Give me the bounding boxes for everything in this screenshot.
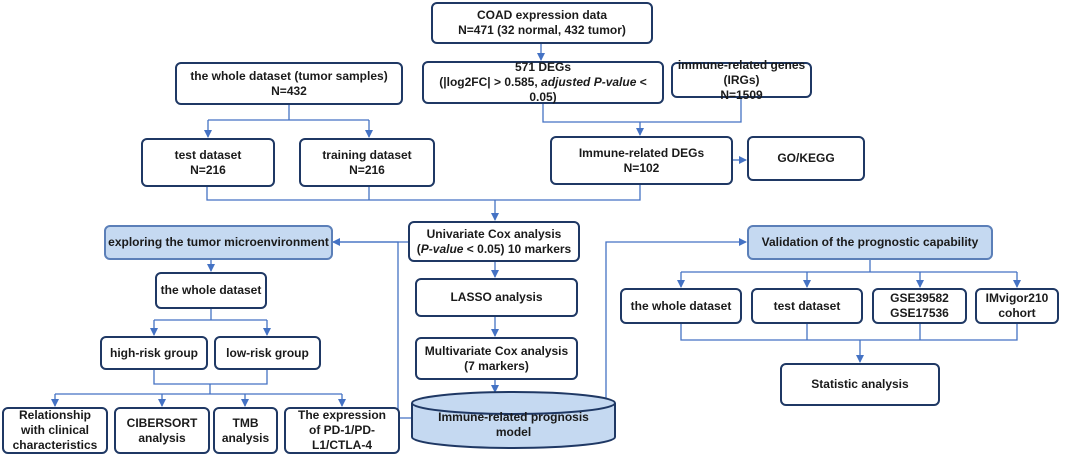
- edge-degs-merge: [542, 103, 640, 123]
- node-gse-datasets: GSE39582 GSE17536: [872, 288, 967, 324]
- node-whole-dataset-tumor: the whole dataset (tumor samples) N=432: [175, 62, 403, 105]
- node-whole-dataset-left: the whole dataset: [155, 272, 267, 309]
- node-validation-prognostic: Validation of the prognostic capability: [747, 225, 993, 260]
- node-low-risk-group: low-risk group: [214, 336, 321, 370]
- edge-model-to-explore: [333, 241, 412, 419]
- node-univariate-cox: Univariate Cox analysis (P-value < 0.05)…: [408, 221, 580, 262]
- node-go-kegg: GO/KEGG: [747, 136, 865, 181]
- node-coad-expression: COAD expression data N=471 (32 normal, 4…: [431, 2, 653, 44]
- node-statistic-analysis: Statistic analysis: [780, 363, 940, 406]
- model-cylinder: [411, 391, 616, 449]
- node-training-dataset: training dataset N=216: [299, 138, 435, 187]
- node-cibersort: CIBERSORT analysis: [114, 407, 210, 454]
- node-prognosis-model-label: Immune-related prognosis model: [438, 410, 589, 439]
- edge-model-to-validation: [605, 238, 747, 419]
- node-high-risk-group: high-risk group: [100, 336, 208, 370]
- edge-irgs-merge: [640, 97, 742, 123]
- node-tmb: TMB analysis: [213, 407, 278, 454]
- node-lasso-analysis: LASSO analysis: [415, 278, 578, 317]
- node-multivariate-cox: Multivariate Cox analysis (7 markers): [415, 337, 578, 380]
- node-exploring-tme: exploring the tumor microenvironment: [104, 225, 333, 260]
- edge-merge-groups: [153, 370, 268, 385]
- node-immune-related-degs: Immune-related DEGs N=102: [550, 136, 733, 185]
- node-imvigor210: IMvigor210 cohort: [975, 288, 1059, 324]
- node-test-dataset-top: test dataset N=216: [141, 138, 275, 187]
- node-571-degs: 571 DEGs (|log2FC| > 0.585, adjusted P-v…: [422, 60, 664, 104]
- node-whole-dataset-right: the whole dataset: [620, 288, 742, 324]
- node-pd1-expression: The expression of PD-1/PD- L1/CTLA-4: [284, 407, 400, 454]
- node-immune-related-genes: immune-related genes (IRGs) N=1509: [671, 58, 812, 102]
- edge-datasets-merge: [680, 324, 1018, 341]
- edge-merge-bar: [206, 185, 641, 201]
- node-clinical-relationship: Relationship with clinical characteristi…: [2, 407, 108, 454]
- node-test-dataset-right: test dataset: [751, 288, 863, 324]
